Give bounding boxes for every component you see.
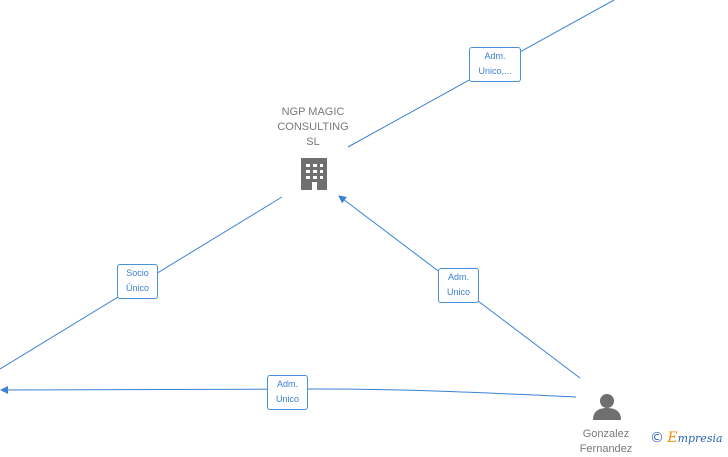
person-name-line1: Gonzalez (582, 428, 630, 440)
edge-label-left-line1: Socio (126, 268, 149, 278)
edge-label-top-right-line2: Unico,... (478, 66, 512, 76)
edge-label-bottom[interactable]: Adm. Unico (267, 375, 308, 410)
edge-line-bottom (0, 385, 577, 398)
company-name-line1: NGP MAGIC (281, 106, 345, 118)
edge-label-top-right-line1: Adm. (484, 51, 506, 61)
person-node-label[interactable]: Gonzalez Fernandez (566, 427, 646, 457)
edge-label-person-to-company[interactable]: Adm. Unico (438, 268, 479, 303)
brand-initial: E (667, 430, 678, 446)
company-name-line3: SL (306, 136, 320, 148)
edge-label-person-to-company-line1: Adm. (447, 272, 469, 282)
edge-label-bottom-line1: Adm. (276, 379, 298, 389)
copyright-icon: © (650, 430, 664, 446)
edge-label-bottom-line2: Unico (275, 394, 299, 404)
empresia-watermark: © Empresia (650, 430, 723, 448)
brand-name: mpresia (677, 432, 723, 445)
edge-label-left[interactable]: Socio Único (117, 264, 158, 299)
building-icon (301, 158, 327, 190)
edge-label-left-line2: Único (125, 283, 149, 293)
company-name-line2: CONSULTING (277, 121, 349, 133)
edge-label-top-right[interactable]: Adm. Unico,... (469, 47, 521, 82)
company-node-label[interactable]: NGP MAGIC CONSULTING SL (262, 105, 364, 150)
person-icon (593, 394, 621, 420)
edge-label-person-to-company-line2: Unico (446, 287, 470, 297)
